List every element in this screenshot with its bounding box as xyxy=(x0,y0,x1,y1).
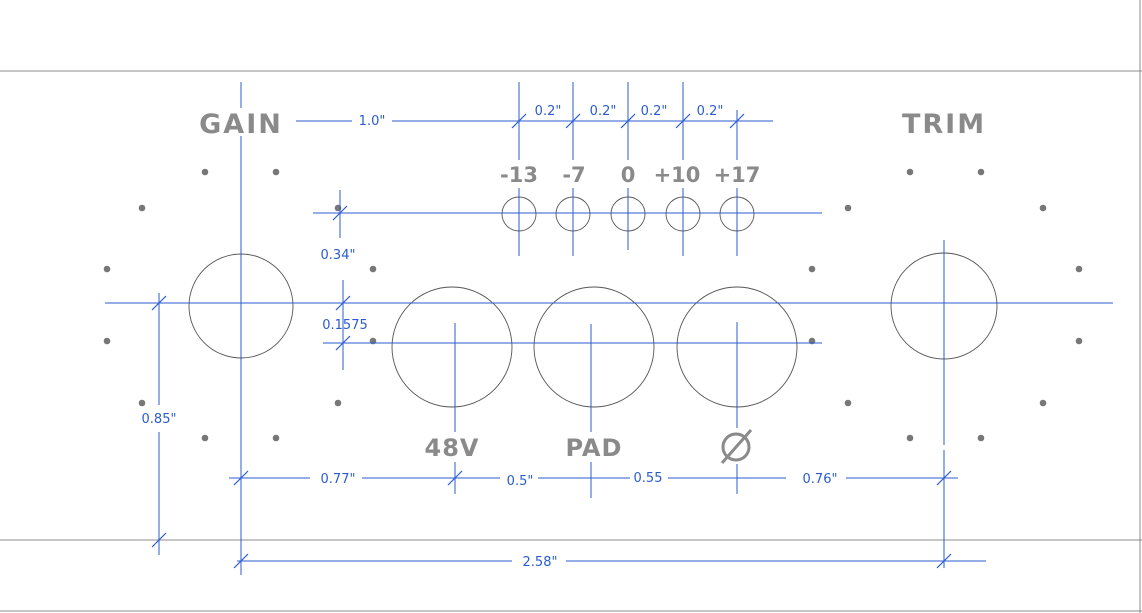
dim-tick xyxy=(335,295,351,311)
dim-tick xyxy=(151,295,167,311)
dim-led-pitch: 0.2" xyxy=(535,104,562,119)
dim-tick xyxy=(675,113,691,129)
gain-label: GAIN xyxy=(199,109,283,140)
dim-led-pitch: 0.2" xyxy=(697,104,724,119)
gain-dot xyxy=(272,434,280,442)
dim-gain-height: 0.85" xyxy=(142,412,177,427)
trim-dot xyxy=(1075,337,1083,345)
pad-step-label: +17 xyxy=(714,163,761,187)
trim-dot xyxy=(1039,399,1047,407)
dim-tick xyxy=(447,470,463,486)
gain-dot xyxy=(201,434,209,442)
dim-tick xyxy=(335,335,351,351)
gain-dot xyxy=(103,337,111,345)
dim-phase-to-trim: 0.76" xyxy=(803,472,838,487)
pad-step-label: +10 xyxy=(654,163,701,187)
trim-dot xyxy=(906,434,914,442)
dim-tick xyxy=(936,470,952,486)
pad-step-label: -7 xyxy=(562,163,585,187)
dim-tick xyxy=(729,113,745,129)
gain-dot xyxy=(369,265,377,273)
trim-label: TRIM xyxy=(902,109,986,140)
trim-dot xyxy=(906,168,914,176)
dim-gain-to-48v: 0.77" xyxy=(321,472,356,487)
gain-dot xyxy=(103,265,111,273)
trim-dot xyxy=(977,168,985,176)
pad-switch-hole xyxy=(533,286,655,408)
silkscreen-labels: GAIN TRIM -13 -7 0 +10 +17 48V PAD xyxy=(186,108,986,464)
dim-led-row-offset: 0.34" xyxy=(321,248,356,263)
mounting-dots xyxy=(103,168,1083,442)
dim-48v-to-pad: 0.5" xyxy=(507,474,534,489)
trim-dot xyxy=(844,204,852,212)
pad-label: PAD xyxy=(566,434,623,462)
dim-tick xyxy=(233,553,249,569)
holes xyxy=(188,196,998,408)
phantom-switch-hole xyxy=(391,286,513,408)
phantom-label: 48V xyxy=(425,434,480,462)
dim-tick xyxy=(565,113,581,129)
dim-gain-to-led: 1.0" xyxy=(359,114,386,129)
dim-tick xyxy=(233,470,249,486)
dim-led-pitch: 0.2" xyxy=(641,104,668,119)
dimension-lines xyxy=(105,82,1113,575)
pad-step-label: 0 xyxy=(621,163,636,187)
pad-step-label: -13 xyxy=(500,163,538,187)
phase-invert-icon xyxy=(720,429,753,464)
dim-tick xyxy=(332,205,348,221)
dim-led-pitch: 0.2" xyxy=(590,104,617,119)
trim-dot xyxy=(844,399,852,407)
dim-tick xyxy=(511,113,527,129)
gain-dot xyxy=(201,168,209,176)
dim-switch-row-offset: 0.1575 xyxy=(322,318,368,333)
dim-pad-to-phase: 0.55 xyxy=(634,471,663,486)
trim-dot xyxy=(977,434,985,442)
trim-dot xyxy=(1039,204,1047,212)
dim-tick xyxy=(620,113,636,129)
gain-dot xyxy=(138,399,146,407)
trim-dot xyxy=(1075,265,1083,273)
dim-gain-to-trim: 2.58" xyxy=(523,555,558,570)
dim-tick xyxy=(936,553,952,569)
gain-dot xyxy=(272,168,280,176)
trim-dot xyxy=(808,265,816,273)
gain-dot xyxy=(334,399,342,407)
dim-tick xyxy=(151,532,167,548)
gain-dot xyxy=(138,204,146,212)
dimension-labels: 1.0" 0.2" 0.2" 0.2" 0.2" 0.34" 0.1575 0.… xyxy=(142,104,838,570)
